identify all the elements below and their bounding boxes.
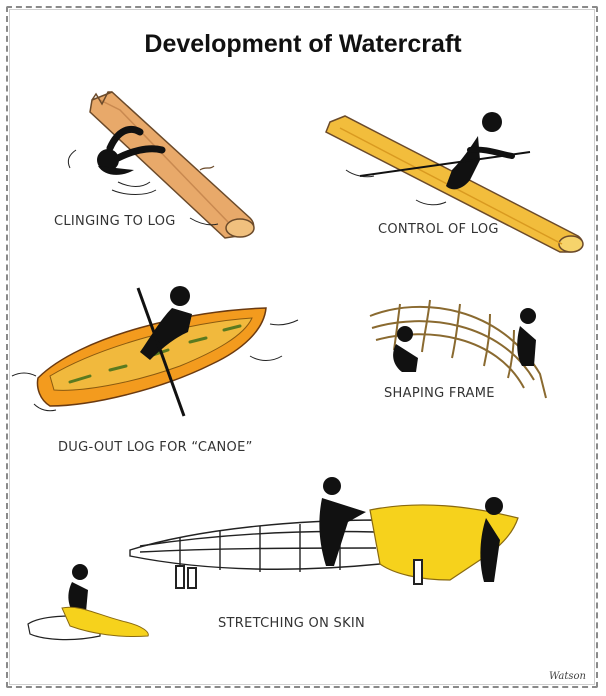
stands: [175, 559, 423, 589]
frame-builders: [393, 308, 536, 372]
clinging-to-log-illustration: [67, 91, 255, 239]
canoe-paddler: [136, 286, 192, 417]
log-ripples: [345, 169, 447, 206]
caption-stretching-on-skin: STRETCHING ON SKIN: [218, 616, 366, 631]
caption-dugout-log: DUG-OUT LOG FOR “CANOE”: [58, 440, 253, 455]
yellow-skin: [369, 504, 519, 581]
small-boat-with-skin: [27, 606, 149, 641]
water-ripples: [67, 149, 219, 226]
page-title: Development of Watercraft: [144, 30, 462, 58]
dugout-canoe-illustration: [11, 286, 299, 417]
stretching-skin-illustration: [27, 477, 519, 641]
page-border: [6, 6, 598, 688]
canoe-ripples: [11, 319, 299, 412]
seated-paddler: [359, 112, 531, 190]
caption-clinging-to-log: CLINGING TO LOG: [54, 214, 176, 229]
wooden-frame: [369, 299, 547, 399]
skin-workers: [68, 477, 503, 614]
caption-shaping-frame: SHAPING FRAME: [384, 386, 495, 401]
clinging-figure: [97, 125, 166, 175]
artist-signature: Watson: [549, 671, 586, 682]
control-of-log-illustration: [325, 112, 584, 253]
caption-control-of-log: CONTROL OF LOG: [378, 222, 499, 237]
shaping-frame-illustration: [369, 299, 547, 399]
page-border-inner: [9, 9, 595, 685]
